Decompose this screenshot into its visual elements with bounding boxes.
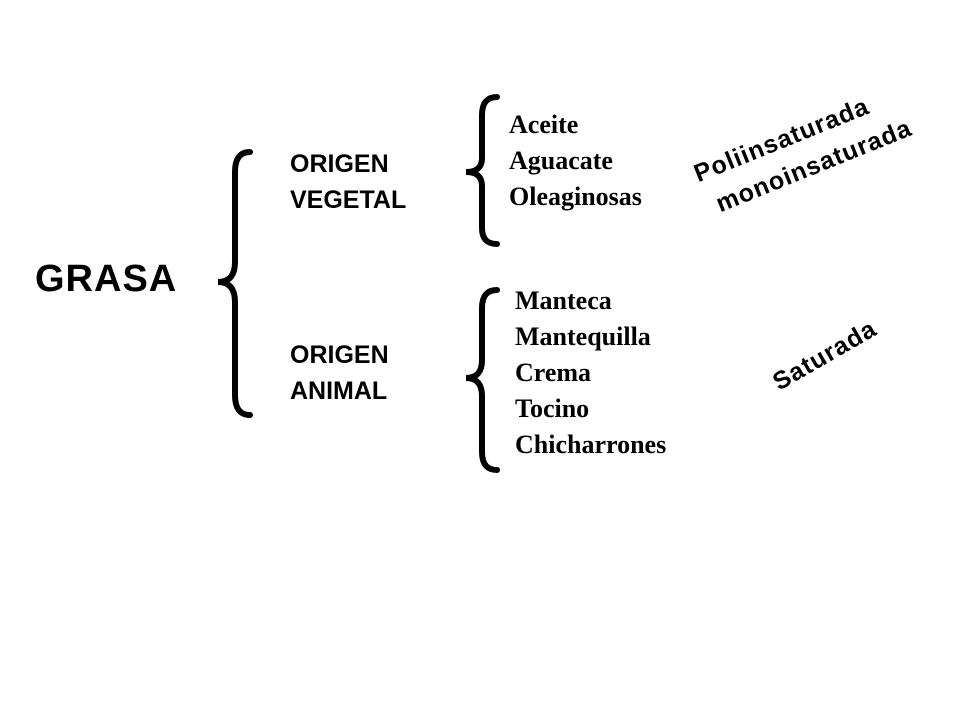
root-label: GRASA (35, 258, 178, 300)
list-item: Tocino (515, 394, 590, 423)
origin-animal-line1: ORIGEN (290, 341, 389, 369)
origin-animal-label: ORIGEN ANIMAL (290, 337, 389, 409)
main-brace (217, 149, 253, 418)
vegetal-brace (465, 94, 500, 247)
list-item: Aceite (509, 110, 579, 139)
list-item: Manteca (515, 286, 612, 315)
list-item: Mantequilla (515, 322, 651, 351)
animal-items-list: Manteca Mantequilla Crema Tocino Chichar… (515, 283, 666, 463)
origin-vegetal-label: ORIGEN VEGETAL (290, 146, 406, 218)
animal-brace (465, 287, 500, 473)
list-item: Aguacate (509, 146, 613, 175)
list-item: Oleaginosas (509, 182, 642, 211)
list-item: Crema (515, 358, 592, 387)
vegetal-items-list: Aceite Aguacate Oleaginosas (509, 107, 642, 215)
origin-vegetal-line2: VEGETAL (290, 186, 407, 214)
origin-animal-line2: ANIMAL (290, 377, 388, 405)
list-item: Chicharrones (515, 430, 667, 459)
origin-vegetal-line1: ORIGEN (290, 150, 389, 178)
